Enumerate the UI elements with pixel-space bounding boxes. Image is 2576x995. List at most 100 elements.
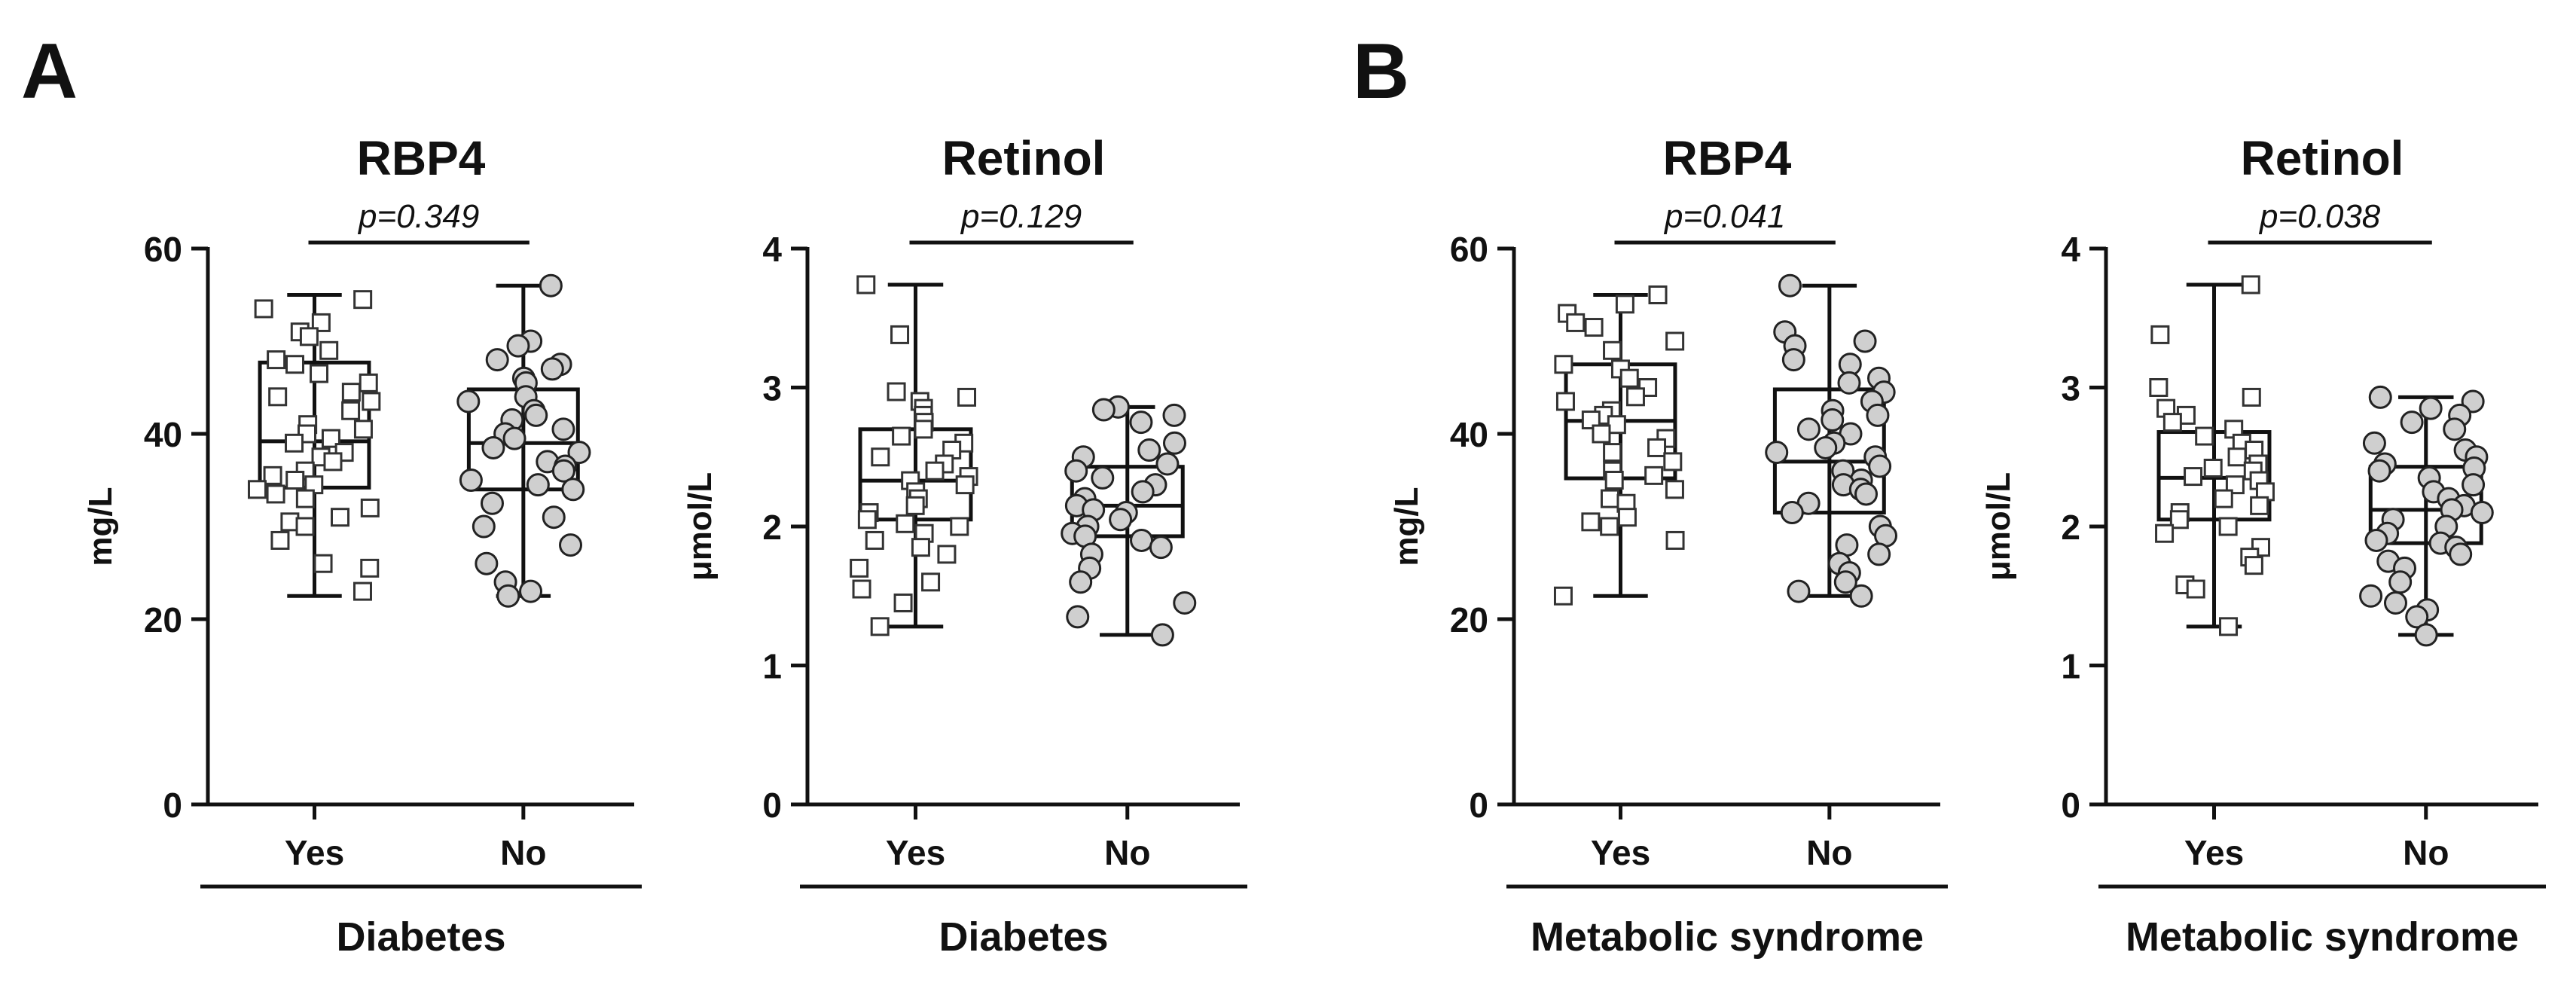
data-point-circle — [1821, 408, 1845, 432]
data-point-square — [270, 530, 290, 550]
data-point-square — [2227, 447, 2247, 467]
data-point-square — [1603, 340, 1622, 360]
x-tick-label: No — [1806, 833, 1852, 872]
y-tick-label: 40 — [1450, 415, 1488, 454]
data-point-circle — [1854, 482, 1879, 506]
box-no — [2359, 385, 2494, 647]
p-value-label: p=0.041 — [1663, 198, 1785, 235]
data-point-square — [1665, 480, 1684, 499]
data-point-square — [266, 484, 285, 504]
data-point-circle — [2461, 389, 2485, 414]
data-point-circle — [551, 417, 575, 441]
data-point-square — [1554, 355, 1573, 374]
data-point-square — [2195, 426, 2214, 446]
data-point-square — [2225, 475, 2245, 495]
data-point-circle — [539, 273, 563, 298]
data-point-square — [2219, 617, 2239, 636]
data-point-square — [341, 401, 361, 420]
x-axis-label: Diabetes — [939, 914, 1108, 960]
y-tick-label: 2 — [2061, 508, 2080, 547]
data-point-square — [360, 558, 380, 578]
data-point-circle — [542, 505, 566, 530]
y-axis-label: mg/L — [82, 487, 119, 566]
data-point-square — [1648, 285, 1668, 304]
data-point-circle — [559, 533, 583, 557]
data-point-circle — [2470, 501, 2494, 525]
data-point-square — [1600, 517, 1619, 536]
data-point-square — [353, 581, 372, 601]
y-tick-label: 4 — [2061, 230, 2080, 269]
data-point-square — [353, 420, 373, 439]
chart-title: Retinol — [2241, 131, 2404, 185]
data-point-square — [2150, 325, 2170, 344]
y-tick-label: 1 — [2061, 647, 2080, 686]
data-point-circle — [502, 426, 526, 450]
data-point-square — [905, 496, 925, 515]
data-point-square — [2155, 523, 2175, 543]
y-tick-label: 3 — [762, 369, 782, 408]
data-point-circle — [1867, 542, 1891, 566]
data-point-square — [254, 299, 273, 319]
data-point-circle — [1130, 528, 1154, 552]
box-no — [1765, 273, 1898, 608]
data-point-square — [323, 452, 343, 472]
data-point-circle — [1837, 371, 1861, 395]
data-point-circle — [472, 514, 496, 539]
y-tick-label: 2 — [762, 508, 782, 547]
y-tick-label: 0 — [163, 786, 182, 825]
data-point-square — [299, 327, 319, 346]
data-point-circle — [1109, 508, 1133, 532]
chart-title: RBP4 — [357, 131, 486, 185]
data-point-circle — [1091, 465, 1115, 490]
data-point-circle — [2414, 623, 2438, 647]
chart-title: RBP4 — [1663, 131, 1792, 185]
data-point-square — [955, 475, 975, 495]
data-point-square — [856, 275, 876, 295]
data-point-circle — [1155, 452, 1180, 476]
p-value-label: p=0.038 — [2258, 198, 2381, 235]
data-point-square — [285, 433, 304, 453]
data-point-square — [362, 392, 381, 411]
x-axis-label: Diabetes — [336, 914, 505, 960]
x-axis-label: Metabolic syndrome — [1531, 914, 1924, 960]
data-point-circle — [2359, 584, 2383, 608]
chart-title: Retinol — [942, 131, 1106, 185]
data-point-square — [857, 510, 877, 530]
x-axis-label: Metabolic syndrome — [2126, 914, 2519, 960]
y-axis-label: μmol/L — [1980, 472, 2017, 581]
data-point-circle — [1868, 454, 1892, 478]
data-point-square — [2214, 489, 2233, 508]
iqr-box — [2156, 430, 2272, 522]
panel-label-b: B — [1353, 28, 1409, 115]
data-point-circle — [1778, 273, 1802, 298]
box-yes — [1553, 285, 1685, 606]
data-point-square — [865, 530, 884, 550]
data-point-square — [2184, 467, 2203, 487]
data-point-circle — [1849, 584, 1873, 608]
data-point-square — [950, 517, 969, 536]
data-point-square — [2218, 517, 2238, 536]
data-point-square — [911, 538, 930, 557]
data-point-square — [295, 489, 315, 508]
data-point-square — [1600, 489, 1619, 508]
data-point-circle — [1137, 438, 1161, 462]
data-point-circle — [1064, 459, 1088, 483]
x-tick-label: No — [2403, 833, 2449, 872]
data-point-circle — [1781, 348, 1805, 372]
data-point-square — [341, 383, 361, 402]
data-point-square — [2241, 275, 2260, 295]
data-point-square — [914, 420, 933, 439]
data-point-square — [2250, 496, 2269, 515]
data-point-square — [353, 290, 373, 310]
data-point-circle — [2419, 396, 2443, 420]
data-point-square — [937, 545, 957, 564]
data-point-circle — [519, 579, 543, 603]
box-yes — [850, 275, 978, 636]
y-tick-label: 3 — [2061, 369, 2080, 408]
data-point-circle — [1796, 417, 1821, 441]
data-point-square — [2186, 579, 2205, 599]
y-tick-label: 40 — [144, 415, 182, 454]
y-tick-label: 1 — [762, 647, 782, 686]
